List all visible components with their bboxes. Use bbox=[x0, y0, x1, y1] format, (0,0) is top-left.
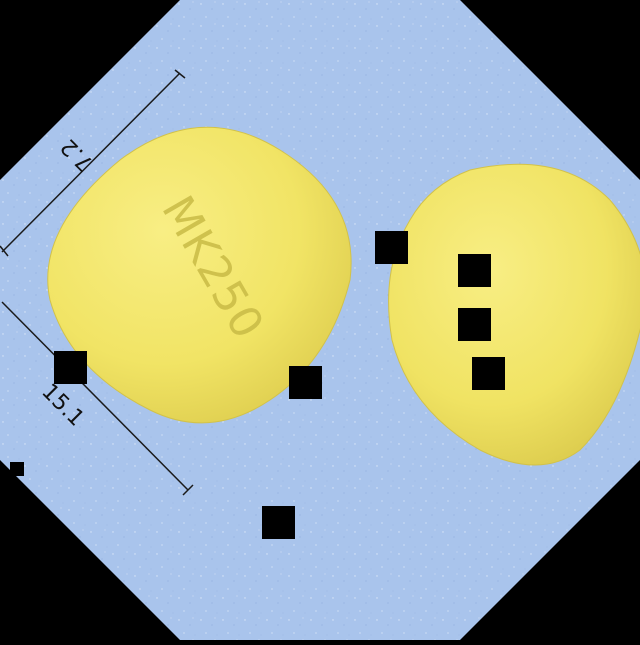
length-ruler bbox=[1, 301, 194, 496]
redaction-square bbox=[54, 351, 87, 384]
redaction-square bbox=[458, 308, 491, 341]
redaction-square bbox=[262, 506, 295, 539]
redaction-square bbox=[10, 462, 24, 476]
tablet-front: MK250 bbox=[47, 126, 352, 424]
redaction-square bbox=[458, 254, 491, 287]
redaction-marks bbox=[10, 231, 505, 539]
redaction-square bbox=[375, 231, 408, 264]
redaction-square bbox=[472, 357, 505, 390]
width-ruler bbox=[0, 69, 186, 257]
redaction-square bbox=[289, 366, 322, 399]
